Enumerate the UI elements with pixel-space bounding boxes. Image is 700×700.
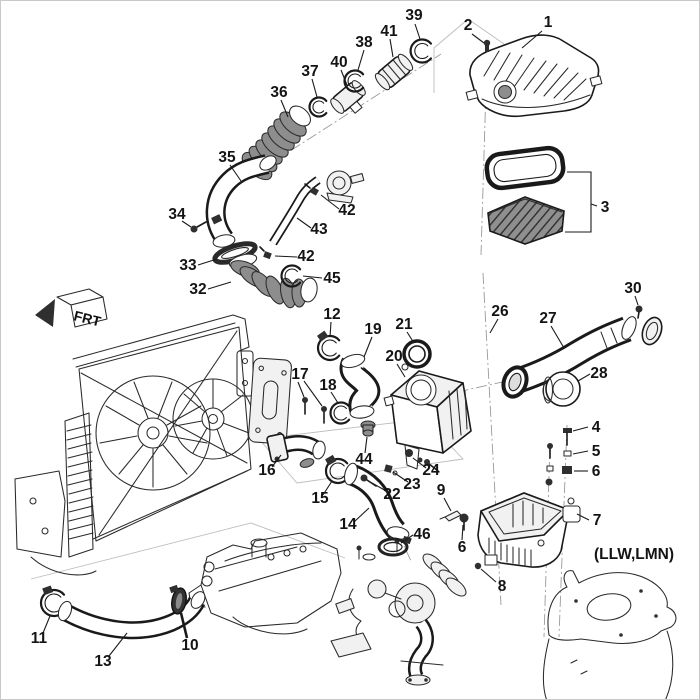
callout-16: 16 [258,462,276,479]
callout-42-lower: 42 [297,248,314,265]
clamp-10 [169,584,187,615]
callout-6-right: 6 [592,463,601,480]
callout-20: 20 [385,348,402,365]
strut-tower-panel [542,570,677,699]
callout-44: 44 [355,451,373,468]
bolts-17 [302,397,327,424]
frt-label: FRT [72,307,103,329]
callout-30: 30 [624,280,641,297]
outlet-duct-27 [501,316,637,399]
callout-15: 15 [311,490,329,507]
callout-13: 13 [94,653,112,670]
callout-labels: 1 2 3 4 5 6 6 7 8 9 10 11 12 13 14 15 16… [31,7,642,670]
clamp-38 [343,69,365,93]
callout-4: 4 [592,419,601,436]
callout-32: 32 [189,281,206,298]
callout-5: 5 [592,443,601,460]
duct-end-cap-30 [635,305,663,346]
callout-28: 28 [590,365,608,382]
callout-34: 34 [168,206,186,223]
callout-35: 35 [218,149,236,166]
nut-23 [384,464,398,476]
callout-12: 12 [323,306,340,323]
callout-7: 7 [593,512,602,529]
pin-8 [474,562,482,570]
intake-tube-35 [205,154,277,248]
ribbed-connector-41 [374,53,414,91]
air-cleaner-housing-7 [477,492,581,568]
callout-27: 27 [539,310,556,327]
radiator-fan-assembly [14,314,254,576]
air-sensor-fitting [330,80,366,114]
callout-33: 33 [179,257,197,274]
clamp-18 [329,401,351,425]
callout-40: 40 [330,54,347,71]
callout-42-upper: 42 [338,202,355,219]
clamp-12 [316,330,341,362]
callout-37: 37 [301,63,318,80]
turbocharger-assembly [330,538,467,686]
callout-24: 24 [422,462,440,479]
callout-45: 45 [323,270,341,287]
clamp-42-upper [304,183,319,196]
clamp-42-lower [259,246,272,260]
clip-9 [439,510,462,522]
inlet-hose-13 [57,591,206,640]
callout-26: 26 [491,303,509,320]
variant-note: (LLW,LMN) [594,546,674,563]
clamp-39 [409,38,432,64]
callout-23: 23 [403,476,421,493]
vacuum-valve [326,170,365,204]
callout-39: 39 [405,7,423,24]
air-cleaner-cover [465,34,603,118]
cover-screw [483,39,491,52]
frt-front-marker: FRT [35,288,108,330]
seal-ring-21 [402,339,432,369]
fasteners-24 [405,449,439,472]
callout-2: 2 [464,17,473,34]
fastener-stack-4-5-6 [545,428,572,486]
callout-38: 38 [355,34,373,51]
callout-21: 21 [395,316,413,333]
callout-1: 1 [544,14,553,31]
formed-hose-19 [339,353,381,419]
leader-lines [42,23,639,657]
callout-14: 14 [339,516,357,533]
clamp-37 [308,96,328,118]
grommet-44 [360,420,376,437]
clamp-11 [39,585,66,618]
callout-18: 18 [319,377,337,394]
intake-flange-plate [248,357,292,445]
callout-3: 3 [601,199,610,216]
callout-22: 22 [383,486,400,503]
air-cleaner-housing-20 [383,363,472,470]
resonator-28 [542,371,581,407]
callout-10: 10 [181,637,198,654]
bolt-6-left [459,513,469,531]
seal-ring-45 [280,264,302,288]
callout-11: 11 [31,630,48,647]
callout-36: 36 [270,84,288,101]
callout-9: 9 [437,482,446,499]
intake-adapter-16 [266,433,326,468]
callout-41: 41 [380,23,398,40]
seal-and-filter-element [484,145,566,245]
callout-43: 43 [310,221,328,238]
callout-17: 17 [291,366,308,383]
breather-hose-43 [269,176,321,246]
callout-46: 46 [413,526,431,543]
bolt-34 [190,221,207,233]
callout-6-left: 6 [458,539,467,556]
callout-8: 8 [498,578,507,595]
clamp-15 [324,454,349,485]
callout-19: 19 [364,321,382,338]
